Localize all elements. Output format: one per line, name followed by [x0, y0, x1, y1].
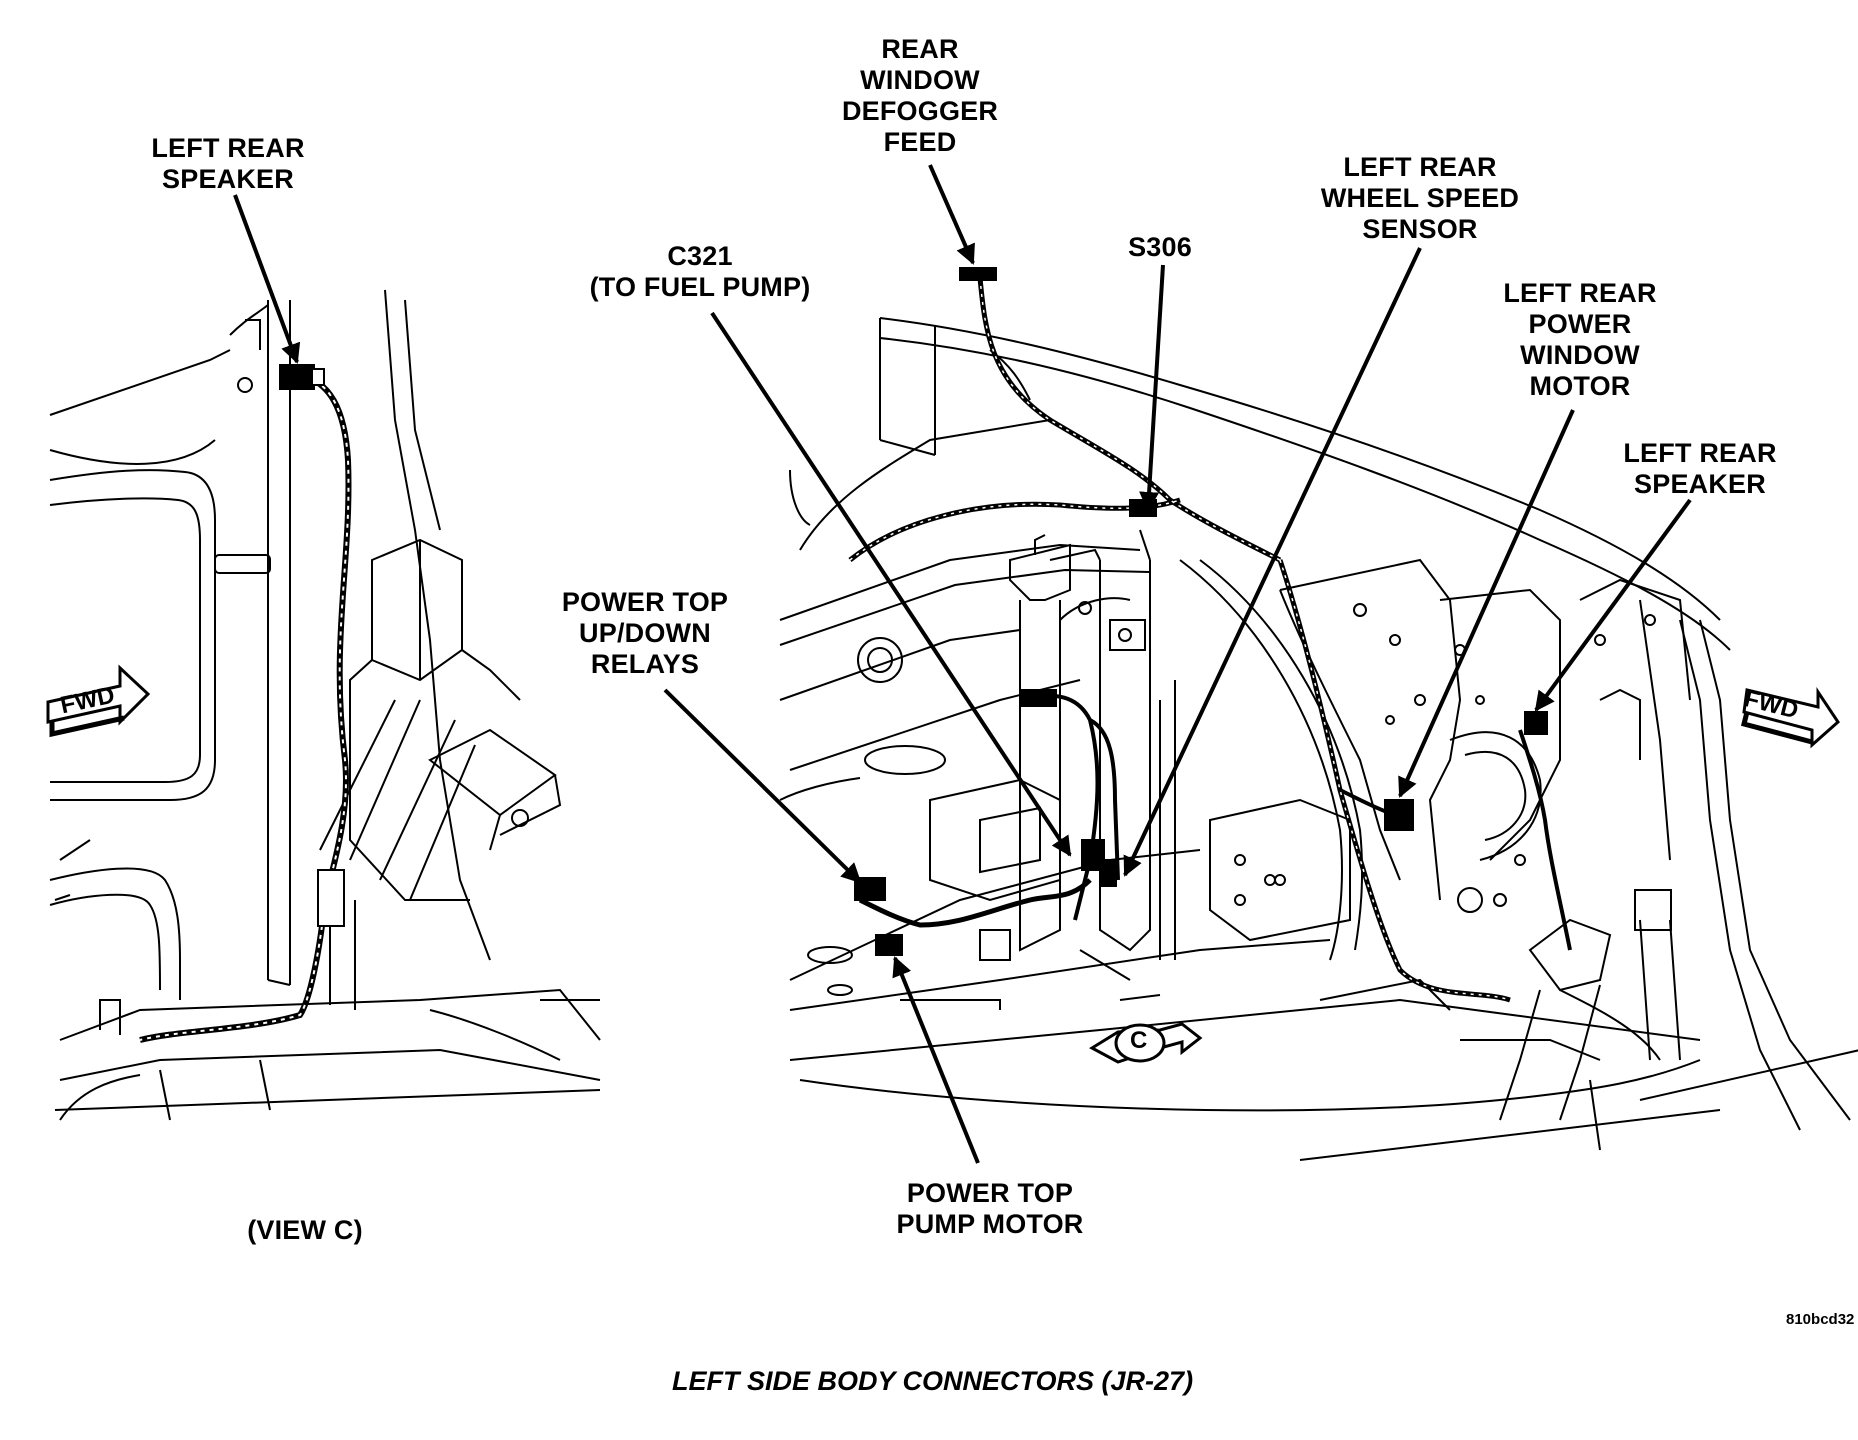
main-view-illustration — [779, 317, 1858, 1161]
view-c-wire-harness — [139, 372, 352, 1043]
callout-left-rear-wheel-speed-sensor: LEFT REAR WHEEL SPEED SENSOR — [1320, 152, 1520, 244]
callout-rear-window-defogger-feed: REAR WINDOW DEFOGGER FEED — [841, 34, 999, 157]
leader-view-speaker — [233, 194, 301, 364]
view-c-speaker-connector — [279, 364, 325, 390]
leader-window-motor — [1398, 409, 1575, 798]
callout-left-rear-power-window-motor: LEFT REAR POWER WINDOW MOTOR — [1503, 278, 1657, 401]
fwd-arrow-icon — [46, 664, 151, 738]
callout-left-rear-speaker-main: LEFT REAR SPEAKER — [1623, 438, 1777, 499]
view-c-marker-icon — [1088, 1022, 1203, 1064]
leader-c321 — [710, 311, 1072, 857]
callout-c321: C321 (TO FUEL PUMP) — [589, 241, 811, 302]
view-c-harness-clip — [317, 869, 345, 927]
leader-wheel-speed — [1123, 247, 1422, 877]
leader-pump-motor — [892, 956, 980, 1164]
callout-power-top-relays: POWER TOP UP/DOWN RELAYS — [561, 587, 729, 679]
leader-relays — [663, 688, 862, 884]
view-c-illustration — [49, 289, 601, 1121]
callout-s306: S306 — [1128, 232, 1192, 262]
view-marker-label: C — [1130, 1027, 1148, 1054]
leader-arrows — [233, 164, 1692, 1164]
fwd-arrow-icon-main — [1740, 687, 1840, 749]
leader-s306 — [1139, 264, 1165, 512]
leader-speaker-main — [1534, 498, 1692, 712]
callout-power-top-pump-motor: POWER TOP PUMP MOTOR — [896, 1178, 1084, 1239]
figure-caption: LEFT SIDE BODY CONNECTORS (JR-27) — [672, 1366, 1194, 1396]
connector-icons — [854, 267, 1548, 956]
leader-defogger — [928, 164, 975, 265]
view-label: (VIEW C) — [247, 1215, 363, 1245]
callout-left-rear-speaker-view: LEFT REAR SPEAKER — [151, 133, 305, 194]
figure-id: 810bcd32 — [1786, 1311, 1855, 1328]
